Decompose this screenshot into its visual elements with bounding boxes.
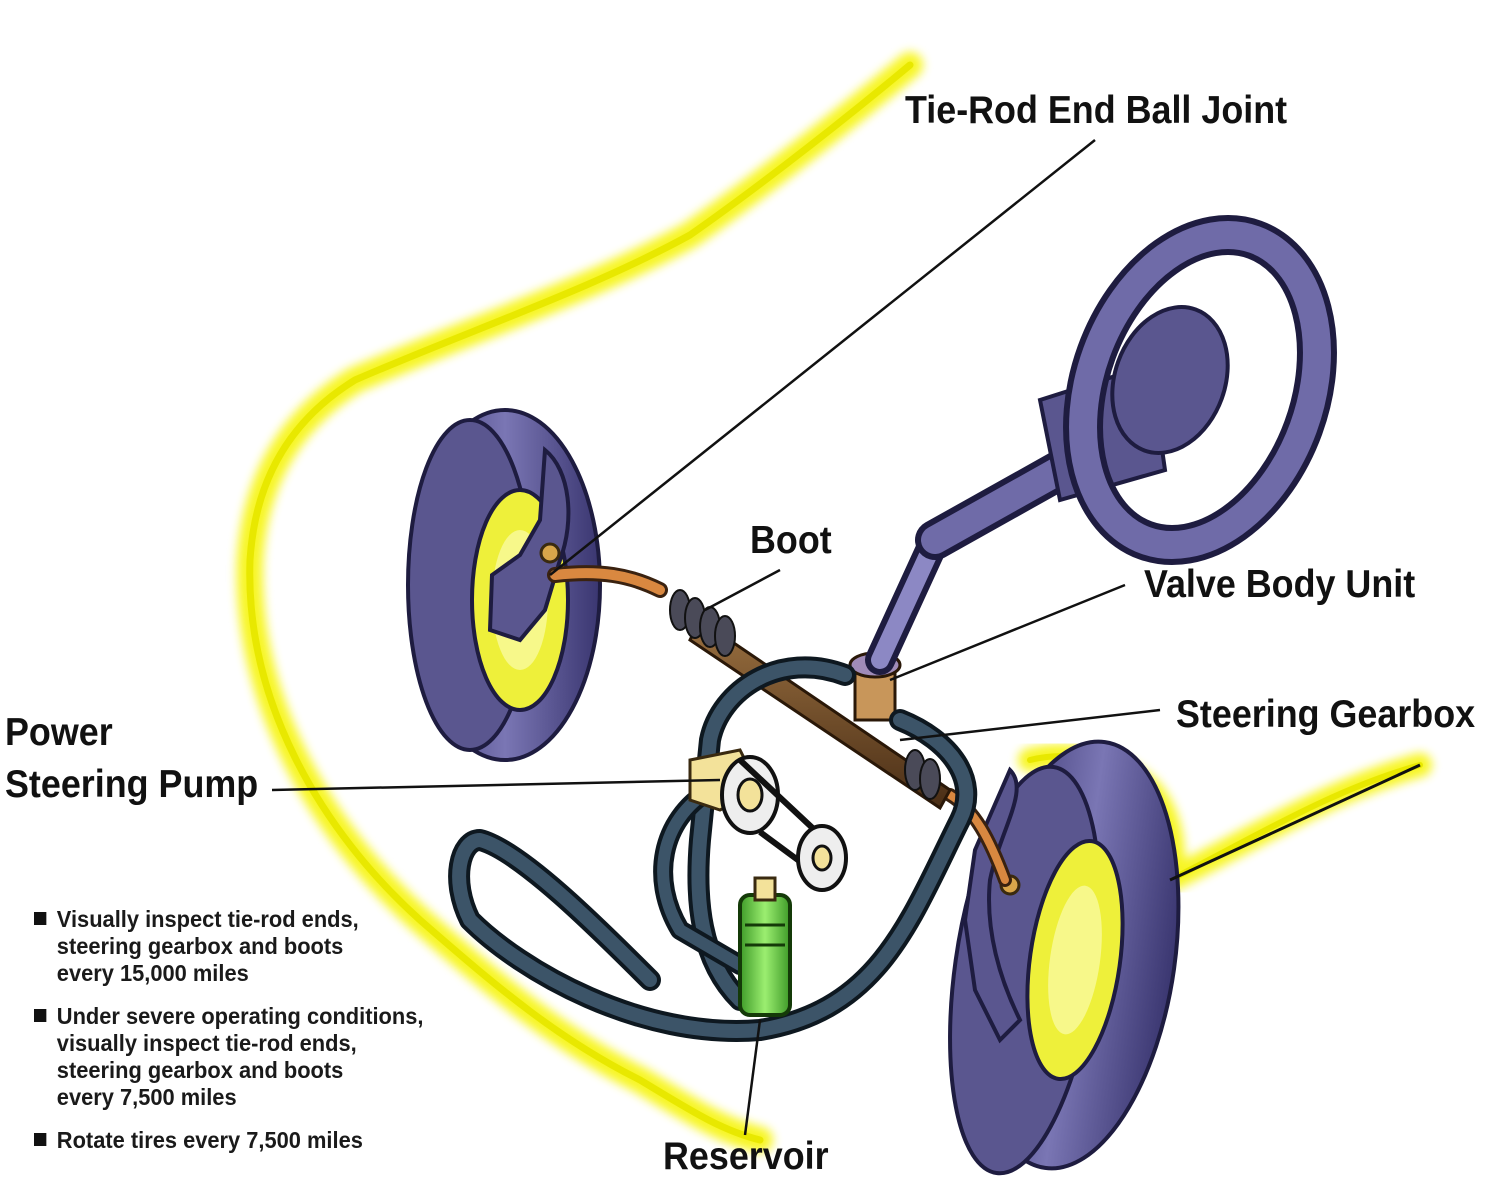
bullet-square-icon — [34, 912, 47, 925]
note-item: Visually inspect tie-rod ends, steering … — [34, 906, 481, 987]
reservoir — [738, 876, 792, 1017]
label-power-steering-pump-line1: Power — [5, 711, 113, 754]
maintenance-notes: Visually inspect tie-rod ends, steering … — [34, 906, 504, 1170]
label-boot: Boot — [750, 519, 832, 562]
label-valve-body-unit: Valve Body Unit — [1144, 563, 1416, 606]
note-text: Visually inspect tie-rod ends, steering … — [56, 906, 359, 986]
note-item: Rotate tires every 7,500 miles — [34, 1127, 481, 1154]
note-item: Under severe operating conditions, visua… — [34, 1003, 481, 1111]
label-reservoir: Reservoir — [663, 1135, 829, 1178]
note-text: Under severe operating conditions, visua… — [56, 1003, 424, 1110]
power-steering-pump — [688, 748, 848, 892]
bullet-square-icon — [34, 1009, 47, 1022]
leader-lines — [271, 139, 1421, 1136]
bullet-square-icon — [34, 1133, 47, 1146]
steering-wheel — [1063, 215, 1337, 565]
tie-rods — [547, 565, 1012, 887]
label-power-steering-pump-line2: Steering Pump — [5, 763, 259, 806]
note-text: Rotate tires every 7,500 miles — [56, 1127, 363, 1153]
label-tie-rod-end-ball-joint: Tie-Rod End Ball Joint — [905, 89, 1288, 132]
label-steering-gearbox: Steering Gearbox — [1176, 693, 1476, 736]
left-steering-knuckle — [487, 446, 571, 643]
right-front-tire — [948, 739, 1181, 1176]
